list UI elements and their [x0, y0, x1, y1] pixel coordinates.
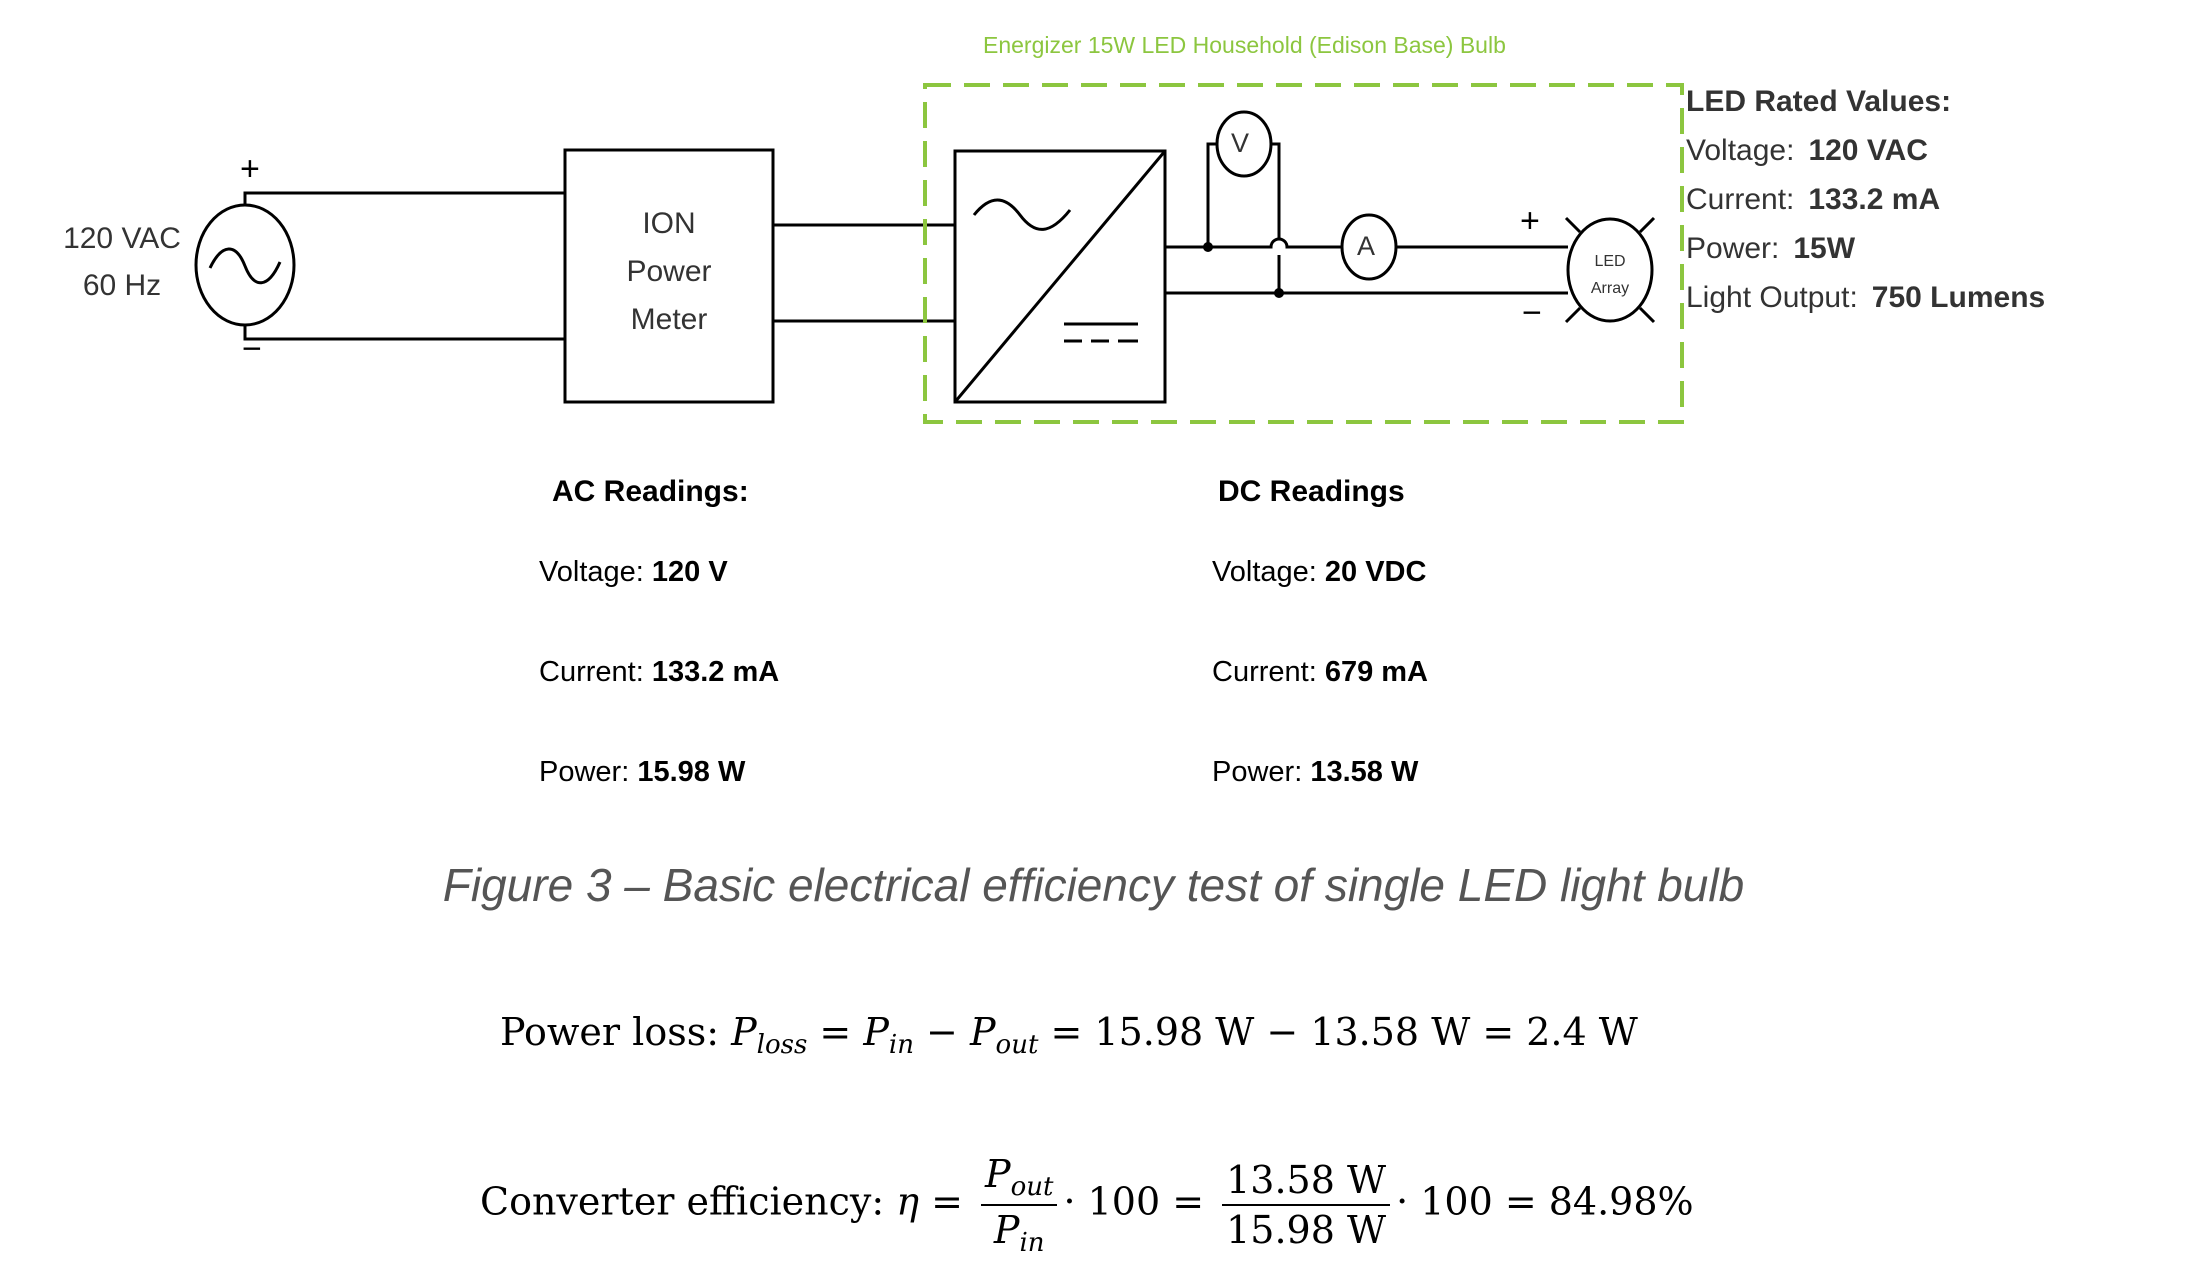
minus-sign-1: − — [913, 1010, 970, 1054]
num-p-symbol: P — [985, 1152, 1011, 1196]
wire-top-source — [243, 191, 565, 205]
rated-values-title: LED Rated Values: — [1686, 85, 1952, 118]
led-rays — [1564, 216, 1656, 324]
num-p-subscript: out — [1010, 1172, 1054, 1202]
p-loss-symbol: P — [731, 1010, 757, 1054]
rated-current-row: Current: 133.2 mA — [1686, 175, 2045, 224]
p-out-symbol: P — [969, 1010, 996, 1054]
voltmeter-lead-left — [1206, 142, 1217, 247]
voltmeter-symbol — [1215, 110, 1273, 178]
dc-power-reading: Power: 13.58 W — [1212, 756, 1418, 789]
p-out-subscript: out — [995, 1030, 1039, 1060]
efficiency-result: · 100 = 84.98% — [1396, 1179, 1694, 1224]
source-plus-sign: + — [240, 150, 260, 188]
dc-voltage-label: Voltage: — [1212, 556, 1317, 588]
rated-current-label: Current: — [1686, 183, 1795, 216]
rated-power-value: 15W — [1793, 232, 1856, 265]
rated-current-value: 133.2 mA — [1808, 183, 1941, 216]
eta-symbol: η — [896, 1179, 919, 1224]
ac-readings-title: AC Readings: — [552, 475, 749, 508]
rated-light-output-label: Light Output: — [1686, 281, 1858, 314]
source-frequency-label: 60 Hz — [82, 269, 162, 302]
junction-dot-top — [1203, 242, 1213, 252]
voltmeter-lead-right — [1271, 142, 1281, 239]
dc-power-value: 13.58 W — [1310, 756, 1419, 788]
eq-sign-1: = — [807, 1010, 864, 1054]
ac-current-value: 133.2 mA — [651, 656, 780, 688]
fraction-numerator: Pout — [981, 1152, 1058, 1206]
led-rated-values: LED Rated Values: Voltage: 120 VAC Curren… — [1686, 77, 2045, 322]
rated-light-output-row: Light Output: 750 Lumens — [1686, 273, 2045, 322]
dc-current-reading: Current: 679 mA — [1212, 656, 1428, 689]
den-p-subscript: in — [1019, 1228, 1045, 1258]
times-100-text: · 100 = — [1063, 1179, 1217, 1224]
ion-power-meter-box — [563, 148, 775, 404]
dc-voltage-value: 20 VDC — [1324, 556, 1427, 588]
p-loss-subscript: loss — [756, 1030, 808, 1060]
dc-plus-sign: + — [1520, 202, 1540, 240]
ac-power-label: Power: — [539, 756, 630, 788]
rated-power-row: Power: 15W — [1686, 224, 2045, 273]
junction-dot-bottom — [1274, 288, 1284, 298]
rated-voltage-value: 120 VAC — [1808, 134, 1928, 167]
ac-current-reading: Current: 133.2 mA — [539, 656, 779, 689]
figure-caption: Figure 3 – Basic electrical efficiency t… — [442, 859, 1745, 911]
power-loss-prefix: Power loss: — [500, 1010, 732, 1054]
p-in-symbol: P — [863, 1010, 889, 1054]
bulb-enclosure — [923, 83, 1684, 424]
converter-diagonal — [953, 150, 1167, 403]
power-loss-result: = 15.98 W − 13.58 W = 2.4 W — [1038, 1010, 1638, 1054]
power-loss-equation: Power loss: Ploss = Pin − Pout = 15.98 W… — [500, 1010, 1638, 1060]
ac-power-value: 15.98 W — [637, 756, 746, 788]
ac-current-label: Current: — [539, 656, 644, 688]
ac-voltage-label: Voltage: — [539, 556, 644, 588]
converter-ac-symbol — [972, 198, 1072, 231]
ammeter-label: A — [1357, 231, 1376, 261]
numeric-numerator: 13.58 W — [1222, 1158, 1391, 1206]
ac-voltage-reading: Voltage: 120 V — [539, 556, 728, 589]
led-array-label-line2: Array — [1590, 280, 1630, 297]
wire-dc-top — [1165, 237, 1342, 249]
ac-dc-converter-box — [953, 149, 1167, 404]
efficiency-prefix: Converter efficiency: — [480, 1179, 897, 1224]
voltmeter-label: V — [1231, 128, 1250, 158]
rated-light-output-value: 750 Lumens — [1871, 281, 2046, 314]
led-array-symbol — [1566, 217, 1654, 323]
meter-label-line3: Meter — [630, 303, 708, 336]
meter-label-line1: ION — [642, 207, 696, 240]
sine-wave-icon — [208, 247, 282, 285]
fraction-denominator: Pin — [981, 1206, 1057, 1258]
ac-voltage-value: 120 V — [651, 556, 728, 588]
rated-voltage-row: Voltage: 120 VAC — [1686, 126, 2045, 175]
eq-sign-2: = — [919, 1179, 975, 1224]
rated-voltage-label: Voltage: — [1686, 134, 1795, 167]
p-in-subscript: in — [888, 1030, 914, 1060]
rated-power-label: Power: — [1686, 232, 1780, 265]
dc-voltage-reading: Voltage: 20 VDC — [1212, 556, 1426, 589]
led-array-label-line1: LED — [1594, 253, 1626, 270]
den-p-symbol: P — [993, 1208, 1020, 1252]
dc-current-value: 679 mA — [1324, 656, 1428, 688]
ac-power-reading: Power: 15.98 W — [539, 756, 745, 789]
numeric-denominator: 15.98 W — [1226, 1208, 1387, 1252]
source-minus-sign: − — [242, 330, 262, 368]
source-voltage-label: 120 VAC — [63, 222, 181, 255]
dc-current-label: Current: — [1212, 656, 1317, 688]
meter-label-line2: Power — [626, 255, 712, 288]
dc-power-label: Power: — [1212, 756, 1303, 788]
ammeter-symbol — [1340, 213, 1398, 281]
meter-label: ION Power Meter — [565, 200, 773, 344]
dc-readings-title: DC Readings — [1218, 475, 1405, 508]
led-array-label: LED Array — [1578, 248, 1642, 302]
wire-bottom-source — [243, 325, 565, 341]
dc-minus-sign: − — [1522, 294, 1542, 332]
bulb-title: Energizer 15W LED Household (Edison Base… — [983, 32, 1506, 58]
